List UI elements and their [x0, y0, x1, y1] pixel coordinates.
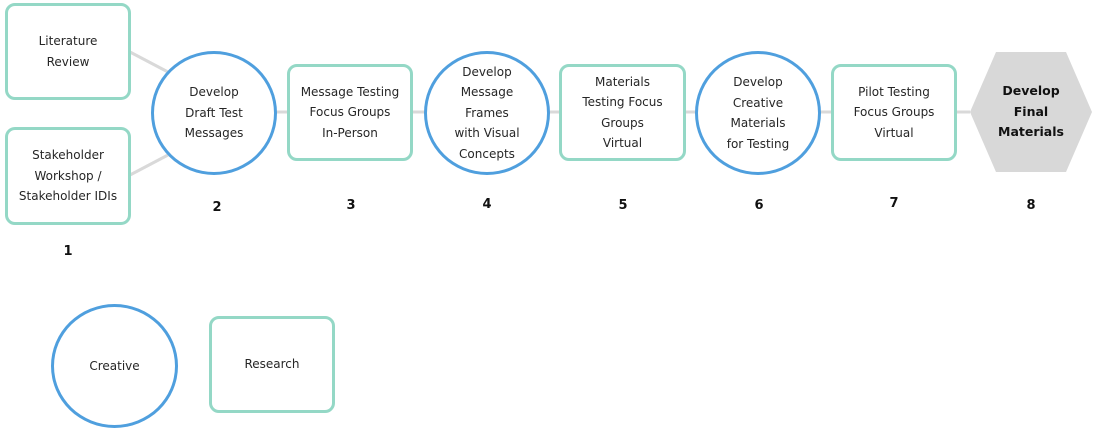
step-5-materials-testing: Materials Testing Focus Groups Virtual: [559, 64, 686, 161]
step-6-develop-creative-materials: Develop Creative Materials for Testing: [695, 51, 821, 175]
legend-creative: Creative: [51, 304, 178, 428]
step-number-3: 3: [346, 198, 356, 213]
legend-research-label: Research: [244, 357, 300, 372]
step-1-stakeholder-workshop: Stakeholder Workshop / Stakeholder IDIs: [5, 127, 131, 225]
legend-research: Research: [209, 316, 335, 413]
connector-1b-2: [129, 153, 169, 177]
step-4-label: Develop Message Frames with Visual Conce…: [454, 64, 520, 161]
step-1-stakeholder-workshop-label: Stakeholder Workshop / Stakeholder IDIs: [18, 148, 118, 204]
step-6-label: Develop Creative Materials for Testing: [726, 75, 790, 151]
step-number-6: 6: [754, 198, 764, 213]
step-number-4: 4: [482, 197, 492, 212]
step-3-label: Message Testing Focus Groups In-Person: [300, 84, 400, 140]
step-number-7: 7: [889, 196, 899, 211]
step-5-label: Materials Testing Focus Groups Virtual: [582, 74, 663, 151]
step-2-label: Develop Draft Test Messages: [184, 85, 244, 141]
step-1-literature-review-label: Literature Review: [38, 34, 98, 69]
step-7-label: Pilot Testing Focus Groups Virtual: [853, 84, 935, 140]
step-8-final-hexagon: [970, 52, 1092, 172]
step-3-message-testing: Message Testing Focus Groups In-Person: [287, 64, 413, 161]
step-number-8: 8: [1026, 198, 1036, 213]
step-1-literature-review: Literature Review: [5, 3, 131, 100]
connector-1a-2: [129, 50, 169, 74]
step-number-5: 5: [618, 198, 628, 213]
step-8-label: Develop Final Materials: [998, 83, 1064, 140]
step-7-pilot-testing: Pilot Testing Focus Groups Virtual: [831, 64, 957, 161]
step-number-1: 1: [63, 244, 73, 259]
legend-creative-label: Creative: [89, 358, 140, 373]
step-2-develop-draft-test-messages: Develop Draft Test Messages: [151, 51, 277, 175]
step-4-develop-message-frames: Develop Message Frames with Visual Conce…: [424, 51, 550, 175]
step-number-2: 2: [212, 200, 222, 215]
